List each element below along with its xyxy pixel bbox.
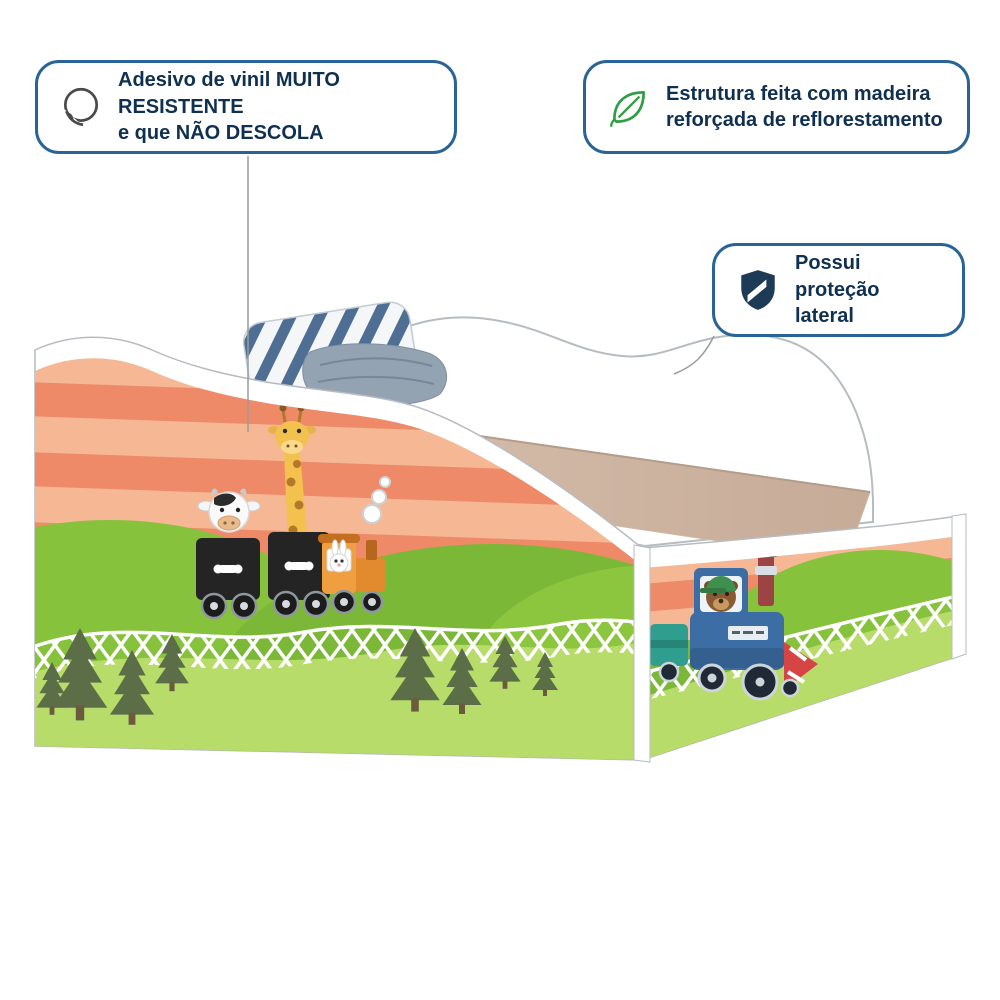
- bone-decals: [213, 561, 314, 574]
- callout-vinyl-sticker: Adesivo de vinil MUITO RESISTENTE e que …: [35, 60, 457, 154]
- callout-protection-line1: Possui: [795, 252, 861, 275]
- tractor: [650, 548, 818, 701]
- callout-vinyl-line1: Adesivo de vinil MUITO RESISTENTE: [118, 69, 340, 118]
- callout-vinyl-line2: e que NÃO DESCOLA: [118, 122, 324, 145]
- sticker-icon: [60, 87, 99, 128]
- callout-wood-text: Estrutura feita com madeira reforçada de…: [666, 81, 943, 134]
- callout-protection-line2: proteção lateral: [795, 278, 880, 328]
- leaf-icon: [610, 91, 645, 127]
- callout-protection-text: Possui proteção lateral: [795, 250, 942, 329]
- train-smoke: [362, 476, 391, 524]
- callout-vinyl-text: Adesivo de vinil MUITO RESISTENTE e que …: [118, 67, 434, 146]
- animal-train: [196, 404, 386, 620]
- callout-wood-line2: reforçada de reflorestamento: [666, 109, 943, 131]
- corner-post: [633, 544, 651, 763]
- connector-line-protection: [673, 335, 715, 375]
- cow: [197, 488, 261, 533]
- shield-icon: [741, 270, 775, 310]
- right-edge: [951, 513, 967, 660]
- callout-side-protection: Possui proteção lateral: [712, 243, 965, 337]
- callout-wood-line1: Estrutura feita com madeira: [666, 82, 931, 105]
- giraffe: [268, 404, 316, 545]
- cowcatcher: [784, 642, 818, 690]
- bunny: [329, 539, 349, 573]
- engine: [318, 534, 386, 594]
- bear-driver: [700, 576, 738, 612]
- right-ground: [642, 606, 965, 760]
- callout-wood-structure: Estrutura feita com madeira reforçada de…: [583, 60, 970, 154]
